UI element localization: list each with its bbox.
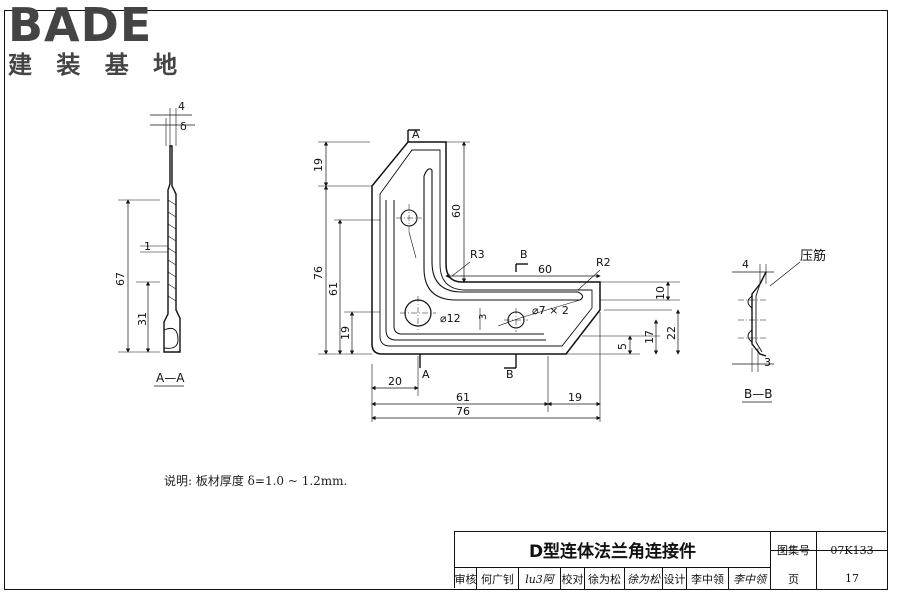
reviewer-signature: lu3阿 — [519, 568, 561, 589]
hole-small-diameter: ⌀7 × 2 — [532, 304, 569, 317]
page-number: 17 — [845, 572, 859, 585]
reviewer-name: 何广钊 — [477, 568, 519, 589]
dim-main-left-76: 76 — [312, 266, 325, 280]
section-aa-view — [118, 108, 195, 353]
rib-label: 压筋 — [800, 248, 826, 264]
design-label: 设计 — [663, 568, 687, 589]
dim-bb-bottom: 3 — [764, 356, 771, 369]
section-mark-a-bottom: A — [422, 368, 430, 381]
dim-main-3: 3 — [478, 314, 489, 320]
section-mark-b-bottom: B — [506, 368, 514, 381]
section-aa-label: A—A — [156, 371, 185, 385]
proofer-signature: 徐为松 — [625, 568, 663, 589]
drawing-title: D型连体法兰角连接件 — [455, 532, 771, 568]
dim-main-right-17: 17 — [643, 330, 656, 344]
section-bb-view — [732, 261, 801, 372]
page-label: 页 — [771, 568, 817, 589]
drawing-note: 说明: 板材厚度 δ=1.0 ~ 1.2mm. — [164, 474, 348, 488]
proof-label: 校对 — [561, 568, 585, 589]
review-label: 审核 — [455, 568, 477, 589]
brand-subtitle: 建 装 基 地 — [8, 51, 186, 79]
section-mark-a-top: A — [412, 128, 420, 141]
dim-main-bottom-61: 61 — [456, 391, 470, 404]
dim-main-vertical-60: 60 — [450, 204, 463, 218]
section-mark-b-top: B — [520, 248, 528, 261]
designer-signature: 李中领 — [729, 568, 771, 589]
dim-bb-top: 4 — [742, 258, 749, 271]
proofer-name: 徐为松 — [585, 568, 625, 589]
dim-main-left-19-top: 19 — [312, 158, 325, 172]
dim-aa-lower: 31 — [136, 312, 149, 326]
dim-main-right-10: 10 — [654, 286, 667, 300]
dim-main-horizontal-60: 60 — [538, 263, 552, 276]
dim-main-left-19-bottom: 19 — [339, 326, 352, 340]
brand-logo: BADE 建 装 基 地 — [8, 2, 185, 80]
dim-main-bottom-19: 19 — [568, 391, 582, 404]
radius-r2: R2 — [596, 256, 611, 269]
hole-big-diameter: ⌀12 — [440, 312, 461, 325]
radius-r3: R3 — [470, 248, 485, 261]
main-view — [318, 129, 681, 422]
designer-name: 李中领 — [687, 568, 729, 589]
dim-main-left-61: 61 — [327, 282, 340, 296]
dim-aa-total: 67 — [114, 272, 127, 286]
drawing-frame — [4, 10, 888, 590]
title-block: D型连体法兰角连接件 图集号 07K133 审核 何广钊 lu3阿 校对 徐为松… — [454, 531, 887, 589]
brand-logo-text: BADE — [8, 0, 153, 52]
dim-aa-one: 1 — [144, 240, 151, 253]
dim-main-bottom-20: 20 — [388, 375, 402, 388]
section-bb-label: B—B — [744, 387, 772, 401]
atlas-number: 07K133 — [830, 543, 874, 557]
atlas-label: 图集号 — [771, 532, 817, 568]
dim-main-bottom-76: 76 — [456, 405, 470, 418]
dim-aa-top: 4 — [178, 100, 185, 113]
dim-aa-thickness: δ — [180, 120, 187, 133]
dim-main-right-22: 22 — [665, 326, 678, 340]
dim-main-right-5: 5 — [616, 343, 629, 350]
